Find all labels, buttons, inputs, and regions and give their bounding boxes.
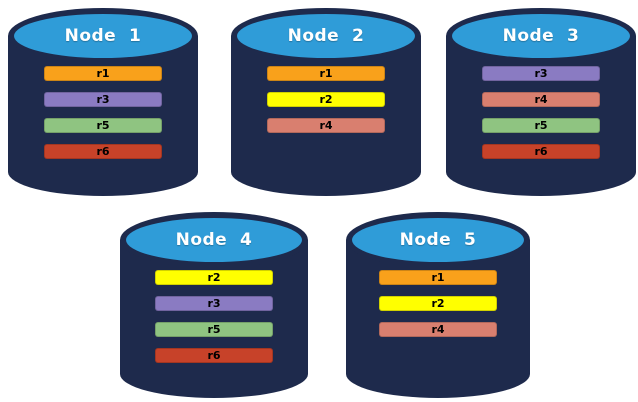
- row-bar-r1: r1: [44, 66, 162, 81]
- row-label: r5: [534, 119, 548, 132]
- node-label: Node 2: [287, 26, 365, 46]
- row-bar-r2: r2: [155, 270, 273, 285]
- row-bar-r4: r4: [379, 322, 497, 337]
- node-label: Node 1: [64, 26, 142, 46]
- row-bar-r4: r4: [482, 92, 600, 107]
- row-label: r1: [431, 271, 445, 284]
- row-list: r3 r4 r5 r6: [446, 66, 636, 159]
- node-header: Node 5: [346, 212, 530, 268]
- row-label: r3: [534, 67, 548, 80]
- node-label: Node 5: [399, 230, 477, 250]
- row-bar-r6: r6: [482, 144, 600, 159]
- row-bar-r3: r3: [44, 92, 162, 107]
- node-4-cylinder: Node 4 r2 r3 r5 r6: [120, 212, 308, 398]
- node-header: Node 3: [446, 8, 636, 64]
- row-bar-r5: r5: [44, 118, 162, 133]
- row-bar-r2: r2: [267, 92, 385, 107]
- row-list: r1 r2 r4: [346, 270, 530, 337]
- node-header: Node 2: [231, 8, 421, 64]
- row-label: r2: [431, 297, 445, 310]
- node-header: Node 1: [8, 8, 198, 64]
- row-label: r5: [207, 323, 221, 336]
- row-list: r1 r3 r5 r6: [8, 66, 198, 159]
- node-label: Node 4: [175, 230, 253, 250]
- node-label: Node 3: [502, 26, 580, 46]
- row-label: r1: [319, 67, 333, 80]
- row-label: r4: [534, 93, 548, 106]
- row-label: r3: [96, 93, 110, 106]
- row-label: r4: [431, 323, 445, 336]
- node-header: Node 4: [120, 212, 308, 268]
- row-label: r2: [207, 271, 221, 284]
- row-list: r2 r3 r5 r6: [120, 270, 308, 363]
- row-bar-r5: r5: [155, 322, 273, 337]
- row-label: r4: [319, 119, 333, 132]
- row-bar-r6: r6: [155, 348, 273, 363]
- row-label: r6: [534, 145, 548, 158]
- row-bar-r3: r3: [155, 296, 273, 311]
- row-bar-r6: r6: [44, 144, 162, 159]
- row-label: r2: [319, 93, 333, 106]
- node-2-cylinder: Node 2 r1 r2 r4: [231, 8, 421, 196]
- row-label: r3: [207, 297, 221, 310]
- row-bar-r1: r1: [267, 66, 385, 81]
- node-1-cylinder: Node 1 r1 r3 r5 r6: [8, 8, 198, 196]
- node-5-cylinder: Node 5 r1 r2 r4: [346, 212, 530, 398]
- row-label: r5: [96, 119, 110, 132]
- row-label: r6: [207, 349, 221, 362]
- row-list: r1 r2 r4: [231, 66, 421, 133]
- row-bar-r4: r4: [267, 118, 385, 133]
- row-bar-r2: r2: [379, 296, 497, 311]
- row-label: r6: [96, 145, 110, 158]
- node-3-cylinder: Node 3 r3 r4 r5 r6: [446, 8, 636, 196]
- row-label: r1: [96, 67, 110, 80]
- row-bar-r5: r5: [482, 118, 600, 133]
- row-bar-r1: r1: [379, 270, 497, 285]
- row-bar-r3: r3: [482, 66, 600, 81]
